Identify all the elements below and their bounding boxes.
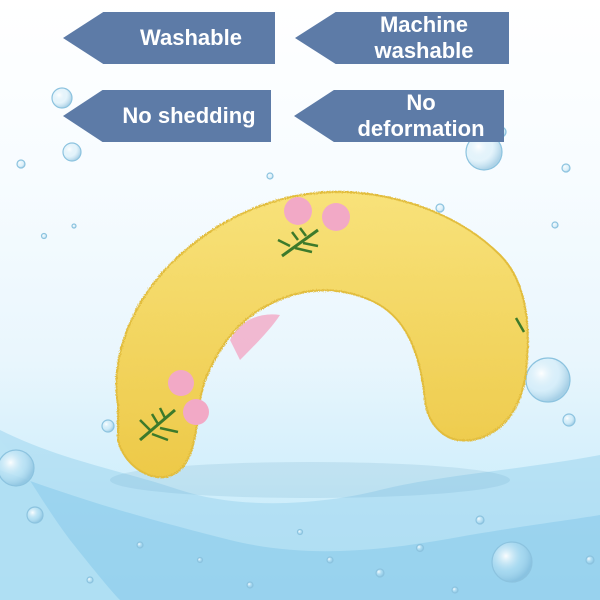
pillow-icon — [110, 190, 529, 498]
feature-label: Washable — [140, 24, 242, 50]
feature-label: No deformation — [357, 89, 485, 141]
feature-tag-no-deformation: No deformation — [294, 90, 504, 142]
water-splash-icon — [0, 470, 600, 600]
water-splash-icon — [0, 430, 600, 600]
cherry-flower-icon — [514, 317, 526, 333]
feature-tag-washable: Washable — [63, 12, 275, 64]
cherry-flower-icon — [277, 197, 350, 258]
feature-tag-no-shedding: No shedding — [63, 90, 271, 142]
cherry-flower-icon — [139, 370, 209, 442]
water-splash-icon — [0, 440, 120, 600]
feature-label: No shedding — [122, 102, 256, 128]
feature-tag-machine-washable: Machine washable — [295, 12, 509, 64]
feature-label: Machine washable — [374, 11, 474, 63]
